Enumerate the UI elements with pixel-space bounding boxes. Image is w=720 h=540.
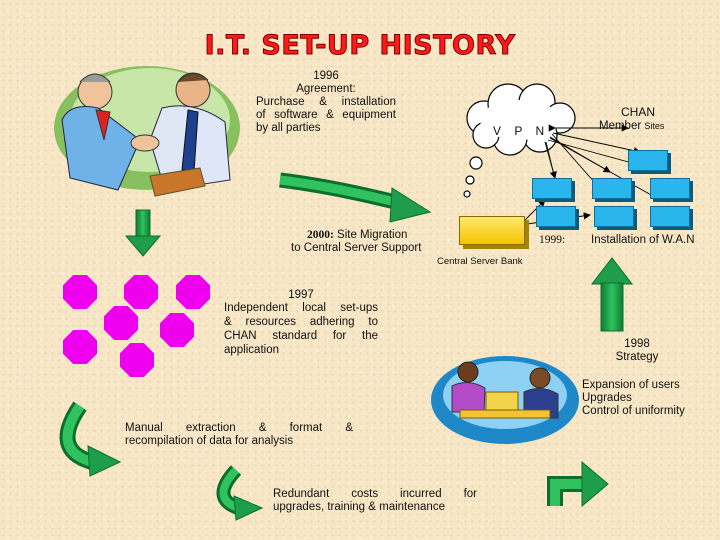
setup-line: application <box>224 344 279 356</box>
strategy-label: Strategy <box>615 351 659 363</box>
octagon-icon <box>160 313 194 347</box>
computer-box-icon <box>536 206 576 227</box>
server-label: Central Server Bank <box>437 256 523 267</box>
octagon-icon <box>124 275 158 309</box>
agreement-line: Purchase & installation <box>256 96 396 108</box>
curved-arrow-middle <box>216 465 264 521</box>
handshake-clipart <box>54 66 240 197</box>
migration-text: Site Migration <box>337 229 408 241</box>
down-arrow <box>124 209 162 257</box>
year-1998: 1998 <box>624 338 650 350</box>
octagon-icon <box>104 306 138 340</box>
setup-line: CHAN standard for the <box>224 330 378 342</box>
chan-sites: Sites <box>644 121 665 131</box>
manual-line: recompilation of data for analysis <box>125 435 294 447</box>
agreement-line: of software & equipment <box>256 109 396 121</box>
computer-box-icon <box>628 150 668 171</box>
migration-2000: 2000: Site Migration <box>307 229 407 242</box>
migration-line2: to Central Server Support <box>291 242 422 254</box>
setup-line: & resources adhering to <box>224 316 378 328</box>
chan-member: Member <box>599 120 642 132</box>
computer-box-icon <box>650 206 690 227</box>
octagon-icon <box>63 330 97 364</box>
year-1999: 1999: <box>539 234 566 246</box>
curved-arrow-to-server <box>279 172 432 223</box>
wan-installation: Installation of W.A.N <box>591 234 695 246</box>
computer-box-icon <box>650 178 690 199</box>
up-arrow <box>590 257 634 332</box>
computer-box-icon <box>594 206 634 227</box>
chan-member-label: Member Sites <box>599 120 664 133</box>
octagon-icon <box>176 275 210 309</box>
year-2000: 2000: <box>307 229 334 241</box>
manual-line: Manual extraction & format & <box>125 422 353 434</box>
setup-line: Independent local set-ups <box>224 302 378 314</box>
agreement-heading: Agreement: <box>296 83 356 95</box>
agreement-line: by all parties <box>256 122 321 134</box>
redundant-line: upgrades, training & maintenance <box>273 501 445 513</box>
computer-box-icon <box>532 178 572 199</box>
octagon-icon <box>120 343 154 377</box>
strategy-item: Expansion of users <box>582 379 680 391</box>
elbow-arrow-right <box>547 460 609 508</box>
strategy-item: Upgrades <box>582 392 632 404</box>
curved-arrow-left <box>59 401 122 477</box>
octagon-icon <box>63 275 97 309</box>
server-icon <box>459 216 525 245</box>
computer-box-icon <box>592 178 632 199</box>
chan-title: CHAN <box>621 105 656 119</box>
year-1996: 1996 <box>313 70 339 82</box>
year-1997: 1997 <box>288 289 314 301</box>
redundant-line: Redundant costs incurred for <box>273 488 477 500</box>
cloud-icon <box>463 83 576 198</box>
network-links <box>519 124 666 226</box>
page-title: I.T. SET-UP HISTORY <box>204 30 516 62</box>
vpn-label: V P N <box>493 124 550 138</box>
meeting-clipart <box>431 356 579 444</box>
strategy-item: Control of uniformity <box>582 405 685 417</box>
